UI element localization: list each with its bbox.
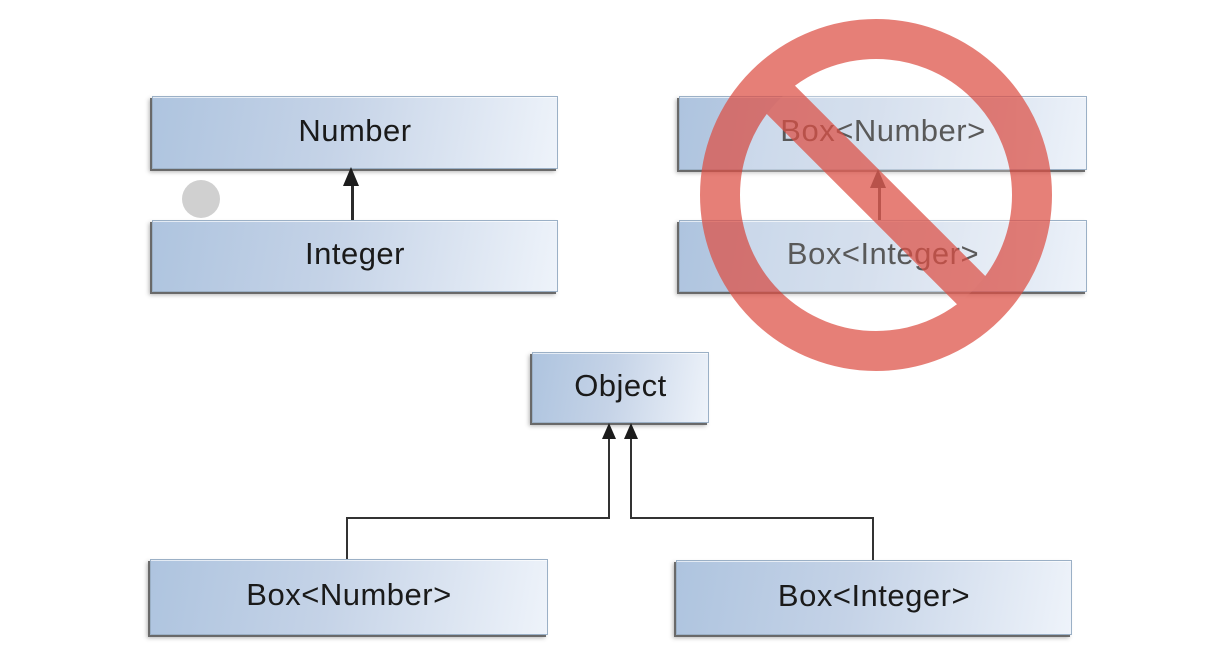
- class-box-integer: Integer: [152, 220, 558, 292]
- class-box-number-label: Number: [298, 112, 412, 148]
- extends-arrowhead-icon: [343, 167, 359, 186]
- class-box-number: Number: [152, 96, 558, 169]
- class-box-box-integer-bottom-label: Box<Integer>: [777, 577, 971, 613]
- extends-arrowhead-icon: [624, 423, 638, 439]
- no-symbol-icon: [700, 19, 1052, 371]
- connector-left-horizontal: [346, 517, 610, 519]
- class-box-object-label: Object: [574, 367, 667, 403]
- extends-arrowhead-icon: [602, 423, 616, 439]
- connector-left-vertical-to-object: [608, 438, 610, 519]
- class-box-integer-label: Integer: [304, 236, 405, 271]
- extends-arrow-integer-to-number: [351, 186, 354, 220]
- class-box-box-integer-bottom: Box<Integer>: [676, 560, 1072, 635]
- connector-left-vertical-stub: [346, 519, 348, 559]
- connector-right-vertical-to-object: [630, 438, 632, 519]
- connector-right-horizontal: [630, 517, 874, 519]
- class-box-box-number-bottom: Box<Number>: [150, 559, 548, 635]
- gray-dot: [182, 180, 220, 218]
- connector-right-vertical-stub: [872, 519, 874, 560]
- class-box-object: Object: [532, 352, 709, 423]
- class-box-box-number-bottom-label: Box<Number>: [246, 577, 452, 612]
